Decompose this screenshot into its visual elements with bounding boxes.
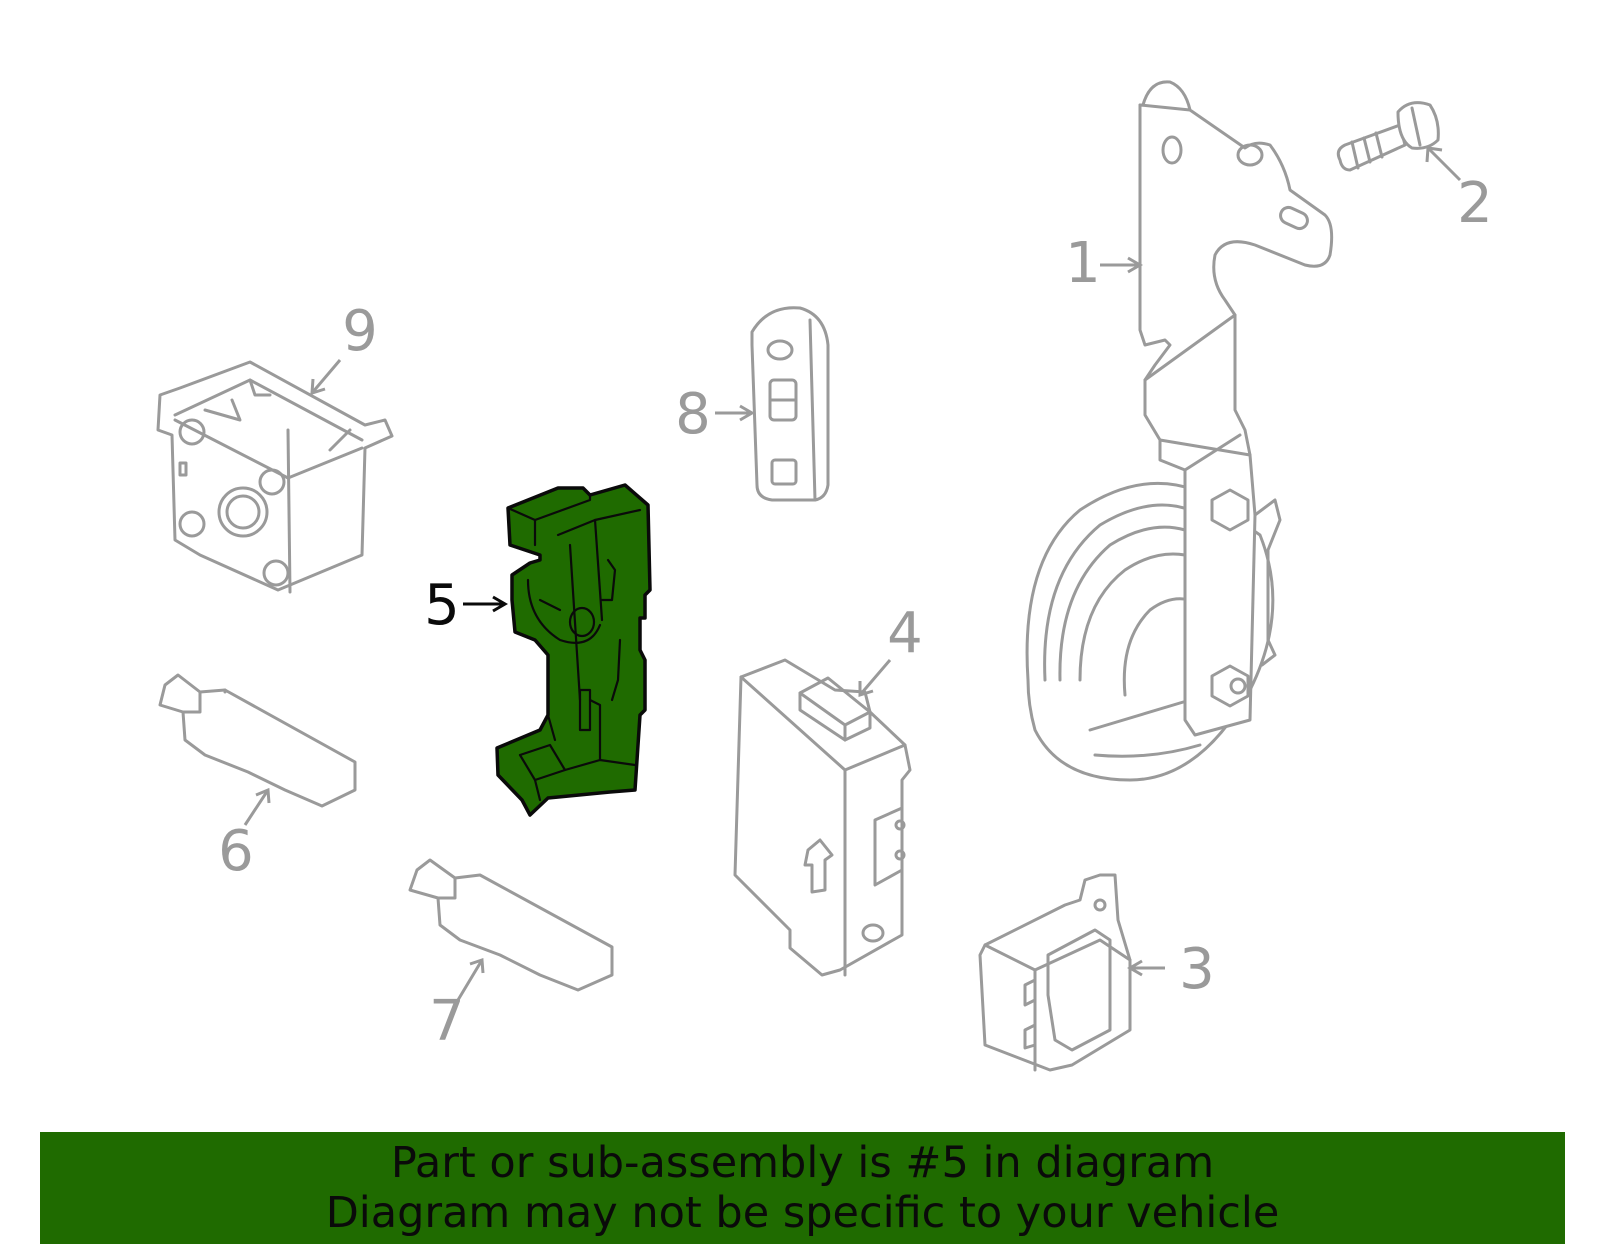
info-banner: Part or sub-assembly is #5 in diagram Di… — [40, 1132, 1565, 1244]
callout-5: 5 — [424, 573, 460, 638]
banner-line-2: Diagram may not be specific to your vehi… — [325, 1188, 1280, 1238]
part-5-bracket-highlighted[interactable] — [495, 483, 652, 817]
part-9-actuator[interactable] — [156, 360, 394, 594]
callout-6: 6 — [218, 819, 254, 884]
part-6-antenna[interactable] — [158, 673, 357, 808]
callout-4: 4 — [887, 601, 923, 666]
callout-7: 7 — [429, 989, 465, 1054]
callout-8: 8 — [675, 382, 711, 447]
part-1-horn[interactable] — [1025, 80, 1334, 782]
callout-2: 2 — [1457, 171, 1493, 236]
part-3-module[interactable] — [978, 873, 1132, 1072]
part-7-antenna[interactable] — [408, 858, 614, 992]
leader-lines — [243, 146, 1462, 1001]
part-4-control-module[interactable] — [733, 658, 912, 977]
part-2-bolt[interactable] — [1336, 101, 1440, 172]
callout-3: 3 — [1179, 937, 1215, 1002]
banner-line-1: Part or sub-assembly is #5 in diagram — [390, 1138, 1215, 1188]
callout-1: 1 — [1065, 231, 1101, 296]
callout-9: 9 — [342, 299, 378, 364]
part-8-key-fob[interactable] — [750, 306, 830, 502]
